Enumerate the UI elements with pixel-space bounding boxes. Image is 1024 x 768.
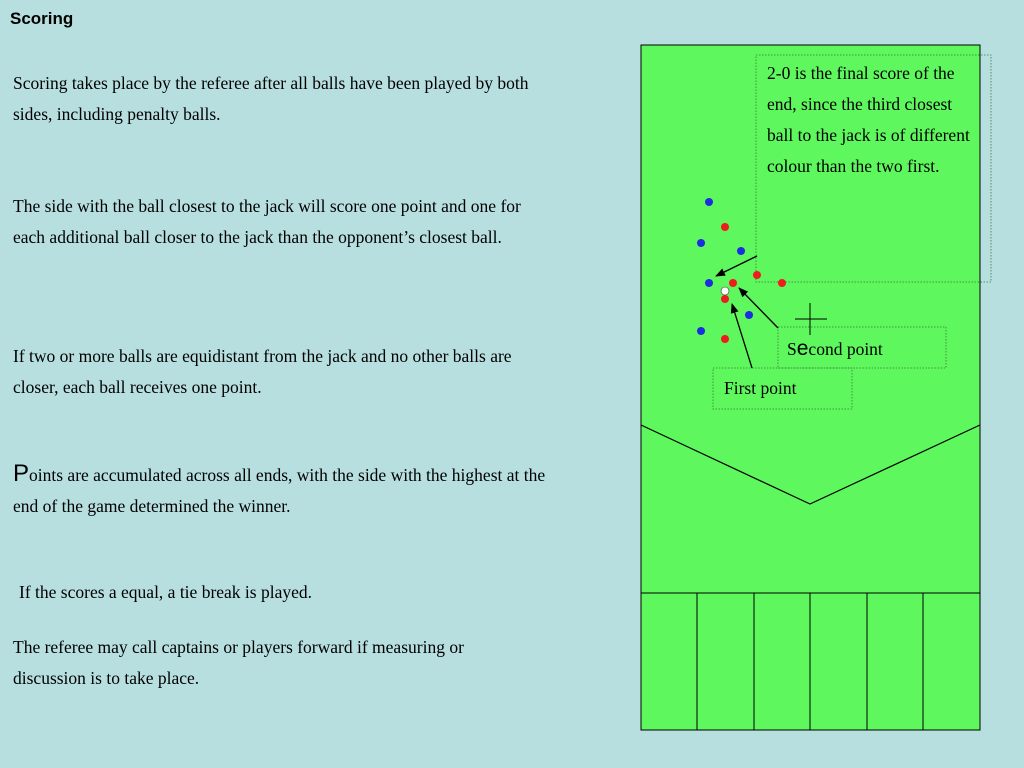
paragraph-referee-call: The referee may call captains or players… xyxy=(13,637,464,688)
second-point-e: e xyxy=(796,337,809,360)
blue-ball xyxy=(705,279,713,287)
paragraph-equidistant: If two or more balls are equidistant fro… xyxy=(13,346,512,397)
paragraph-scoring-timing: Scoring takes place by the referee after… xyxy=(13,73,529,124)
red-ball xyxy=(721,335,729,343)
second-point-rest: cond point xyxy=(808,339,883,359)
blue-ball xyxy=(705,198,713,206)
blue-ball xyxy=(737,247,745,255)
paragraph-points-accumulated: Points are accumulated across all ends, … xyxy=(13,458,558,522)
slide-title: Scoring xyxy=(10,9,74,28)
blue-balls xyxy=(697,198,753,335)
v-line xyxy=(640,424,981,505)
arrow-second-point xyxy=(738,287,779,329)
arrow-first-point xyxy=(730,303,753,369)
paragraph-tie-break: If the scores a equal, a tie break is pl… xyxy=(19,582,312,602)
second-point-box xyxy=(777,326,947,369)
red-ball xyxy=(729,279,737,287)
paragraph-points-text: oints are accumulated across all ends, w… xyxy=(13,465,546,516)
end-note-box xyxy=(755,54,992,283)
arrow-to-blue-ball xyxy=(715,255,758,277)
jack-ball xyxy=(720,286,730,296)
red-ball xyxy=(721,223,729,231)
second-point-s: S xyxy=(787,339,797,359)
paragraph-closest-ball: The side with the ball closest to the ja… xyxy=(13,196,521,247)
red-ball xyxy=(778,279,786,287)
first-point-label: First point xyxy=(724,378,797,398)
blue-ball xyxy=(697,327,705,335)
blue-ball xyxy=(745,311,753,319)
red-ball xyxy=(753,271,761,279)
red-balls xyxy=(721,223,786,343)
second-point-label: Second point xyxy=(787,333,883,365)
end-score-note: 2-0 is the final score of the end, since… xyxy=(767,63,970,176)
blue-ball xyxy=(697,239,705,247)
red-ball xyxy=(721,295,729,303)
first-point-box xyxy=(712,367,853,410)
drop-initial: P xyxy=(13,460,30,487)
